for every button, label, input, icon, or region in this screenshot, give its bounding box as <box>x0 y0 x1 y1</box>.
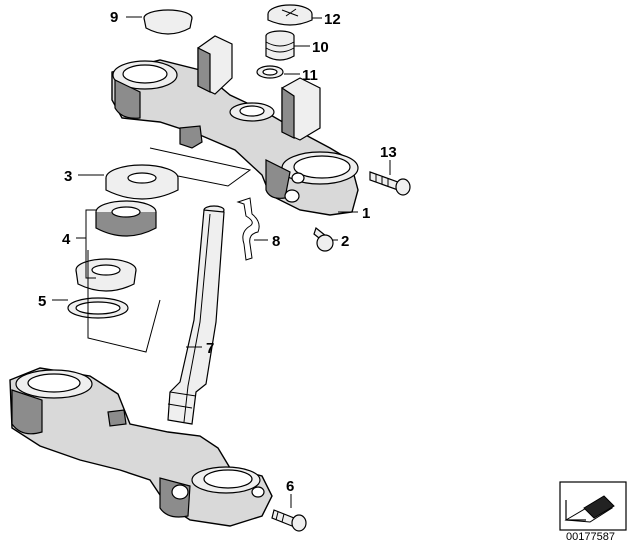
part-7-steering-stem <box>167 205 225 425</box>
orientation-arrow-icon <box>564 495 615 523</box>
assembly-guide-lines <box>87 147 252 353</box>
part-4-bearing-upper <box>95 200 157 237</box>
part-labels: 9 12 10 11 13 3 1 4 8 2 5 7 6 <box>38 9 397 495</box>
label-7: 7 <box>206 340 214 357</box>
label-10: 10 <box>312 39 329 56</box>
part-6-bolt <box>271 509 307 532</box>
part-2-bolt <box>313 226 334 252</box>
part-11-washer <box>256 65 284 79</box>
label-3: 3 <box>64 168 72 185</box>
part-10-nut <box>265 30 295 61</box>
label-9: 9 <box>110 9 118 26</box>
part-8-clip <box>236 197 260 261</box>
reference-box: 00177587 <box>559 481 627 543</box>
part-9-cap <box>143 9 193 35</box>
label-1: 1 <box>362 205 370 222</box>
part-4-bearing-lower <box>75 258 137 292</box>
part-12-cap <box>267 4 313 26</box>
label-6: 6 <box>286 478 294 495</box>
label-4: 4 <box>62 231 71 248</box>
part-13-bolt <box>369 171 411 196</box>
label-12: 12 <box>324 11 341 28</box>
lower-fork-bridge <box>9 367 273 527</box>
label-5: 5 <box>38 293 46 310</box>
label-8: 8 <box>272 233 280 250</box>
upper-fork-bridge <box>111 35 359 216</box>
part-5-seal-ring <box>67 297 129 319</box>
reference-number: 00177587 <box>566 531 615 543</box>
leader-lines <box>52 16 391 508</box>
label-11: 11 <box>302 67 318 84</box>
label-13: 13 <box>380 144 397 161</box>
part-3-bearing-race <box>105 164 179 200</box>
label-2: 2 <box>341 233 349 250</box>
